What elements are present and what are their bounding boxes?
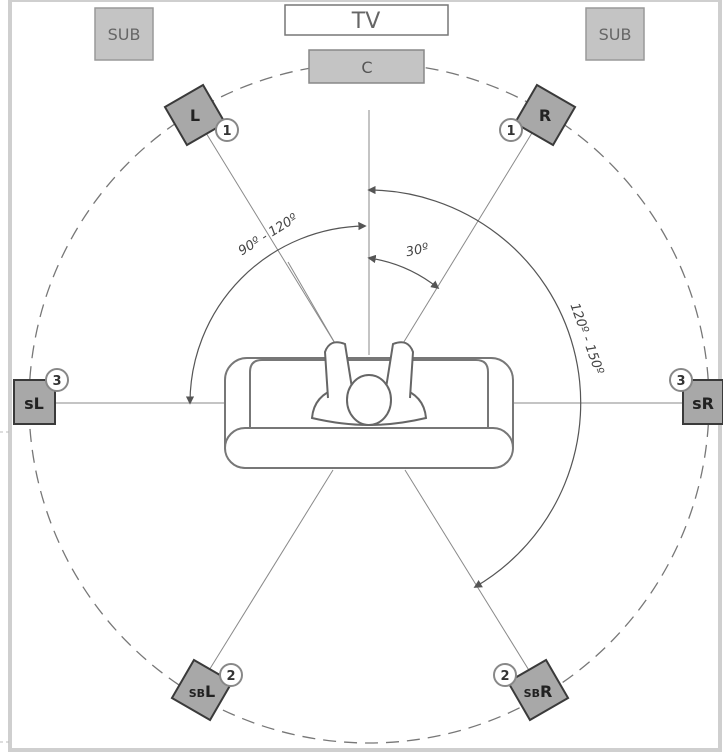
front-right-badge-number: 1 <box>506 124 515 139</box>
back-left-badge <box>219 663 243 687</box>
back-right-badge <box>493 663 517 687</box>
surround-left-label: sL <box>24 394 44 413</box>
front-angle-arc <box>367 254 440 290</box>
frame-border <box>8 0 722 752</box>
tv: TV <box>284 4 449 36</box>
subwoofer-right: SUB <box>585 7 645 61</box>
surround-left-badge <box>45 368 69 392</box>
listener <box>310 341 428 427</box>
front-right-box <box>513 83 577 147</box>
front-left-badge-number: 1 <box>222 124 231 139</box>
speaker-front-left: L 1 <box>163 83 239 147</box>
front-left-inner-line <box>287 261 337 346</box>
back-left-label-big: L <box>205 682 215 701</box>
back-angle-arc <box>367 185 582 588</box>
front-left-box <box>163 83 227 147</box>
surround-left-badge-number: 3 <box>52 374 61 389</box>
back-left-label-small: SB <box>189 687 205 700</box>
subwoofer-left: SUB <box>94 7 154 61</box>
front-angle-label: 30º <box>405 241 430 260</box>
back-angle-label: 120º - 150º <box>566 301 606 376</box>
surround-right-badge-number: 3 <box>676 374 685 389</box>
back-left-line <box>202 469 334 681</box>
surround-right-label: sR <box>692 394 714 413</box>
tv-label: TV <box>351 9 381 34</box>
front-right-badge <box>499 118 523 142</box>
center-label: C <box>361 58 372 77</box>
back-right-box <box>506 658 570 722</box>
speaker-surround-left: sL 3 <box>13 368 69 425</box>
center-speaker: C <box>308 49 425 84</box>
sub-right-label: SUB <box>599 25 632 44</box>
couch-backrest-line <box>249 359 489 428</box>
back-right-label-small: SB <box>524 687 540 700</box>
sub-left-box <box>94 7 154 61</box>
front-right-label: R <box>539 106 551 125</box>
speaker-front-right: R 1 <box>499 83 577 147</box>
back-right-label-big: R <box>540 682 552 701</box>
surround-right-badge <box>669 368 693 392</box>
back-left-badge-number: 2 <box>226 669 235 684</box>
speaker-surround-right: sR 3 <box>669 368 723 425</box>
back-left-label: SBL <box>189 682 216 701</box>
side-angle-arc <box>185 221 367 405</box>
couch-seat-cushion <box>224 427 514 469</box>
center-box <box>308 49 425 84</box>
listener-right-arm <box>385 341 415 399</box>
back-right-badge-number: 2 <box>500 669 509 684</box>
back-right-line <box>404 469 536 681</box>
back-right-label: SBR <box>524 682 553 701</box>
speaker-back-right: SBR 2 <box>493 658 570 722</box>
front-right-line <box>401 127 536 346</box>
speaker-back-left: SBL 2 <box>170 658 243 722</box>
front-left-label: L <box>190 106 200 125</box>
side-angle-label: 90º - 120º <box>236 211 300 259</box>
sub-left-label: SUB <box>108 25 141 44</box>
tv-box <box>284 4 449 36</box>
front-left-badge <box>215 118 239 142</box>
listener-head <box>346 374 392 426</box>
back-left-box <box>170 658 234 722</box>
listener-left-arm <box>323 341 353 399</box>
sub-right-box <box>585 7 645 61</box>
